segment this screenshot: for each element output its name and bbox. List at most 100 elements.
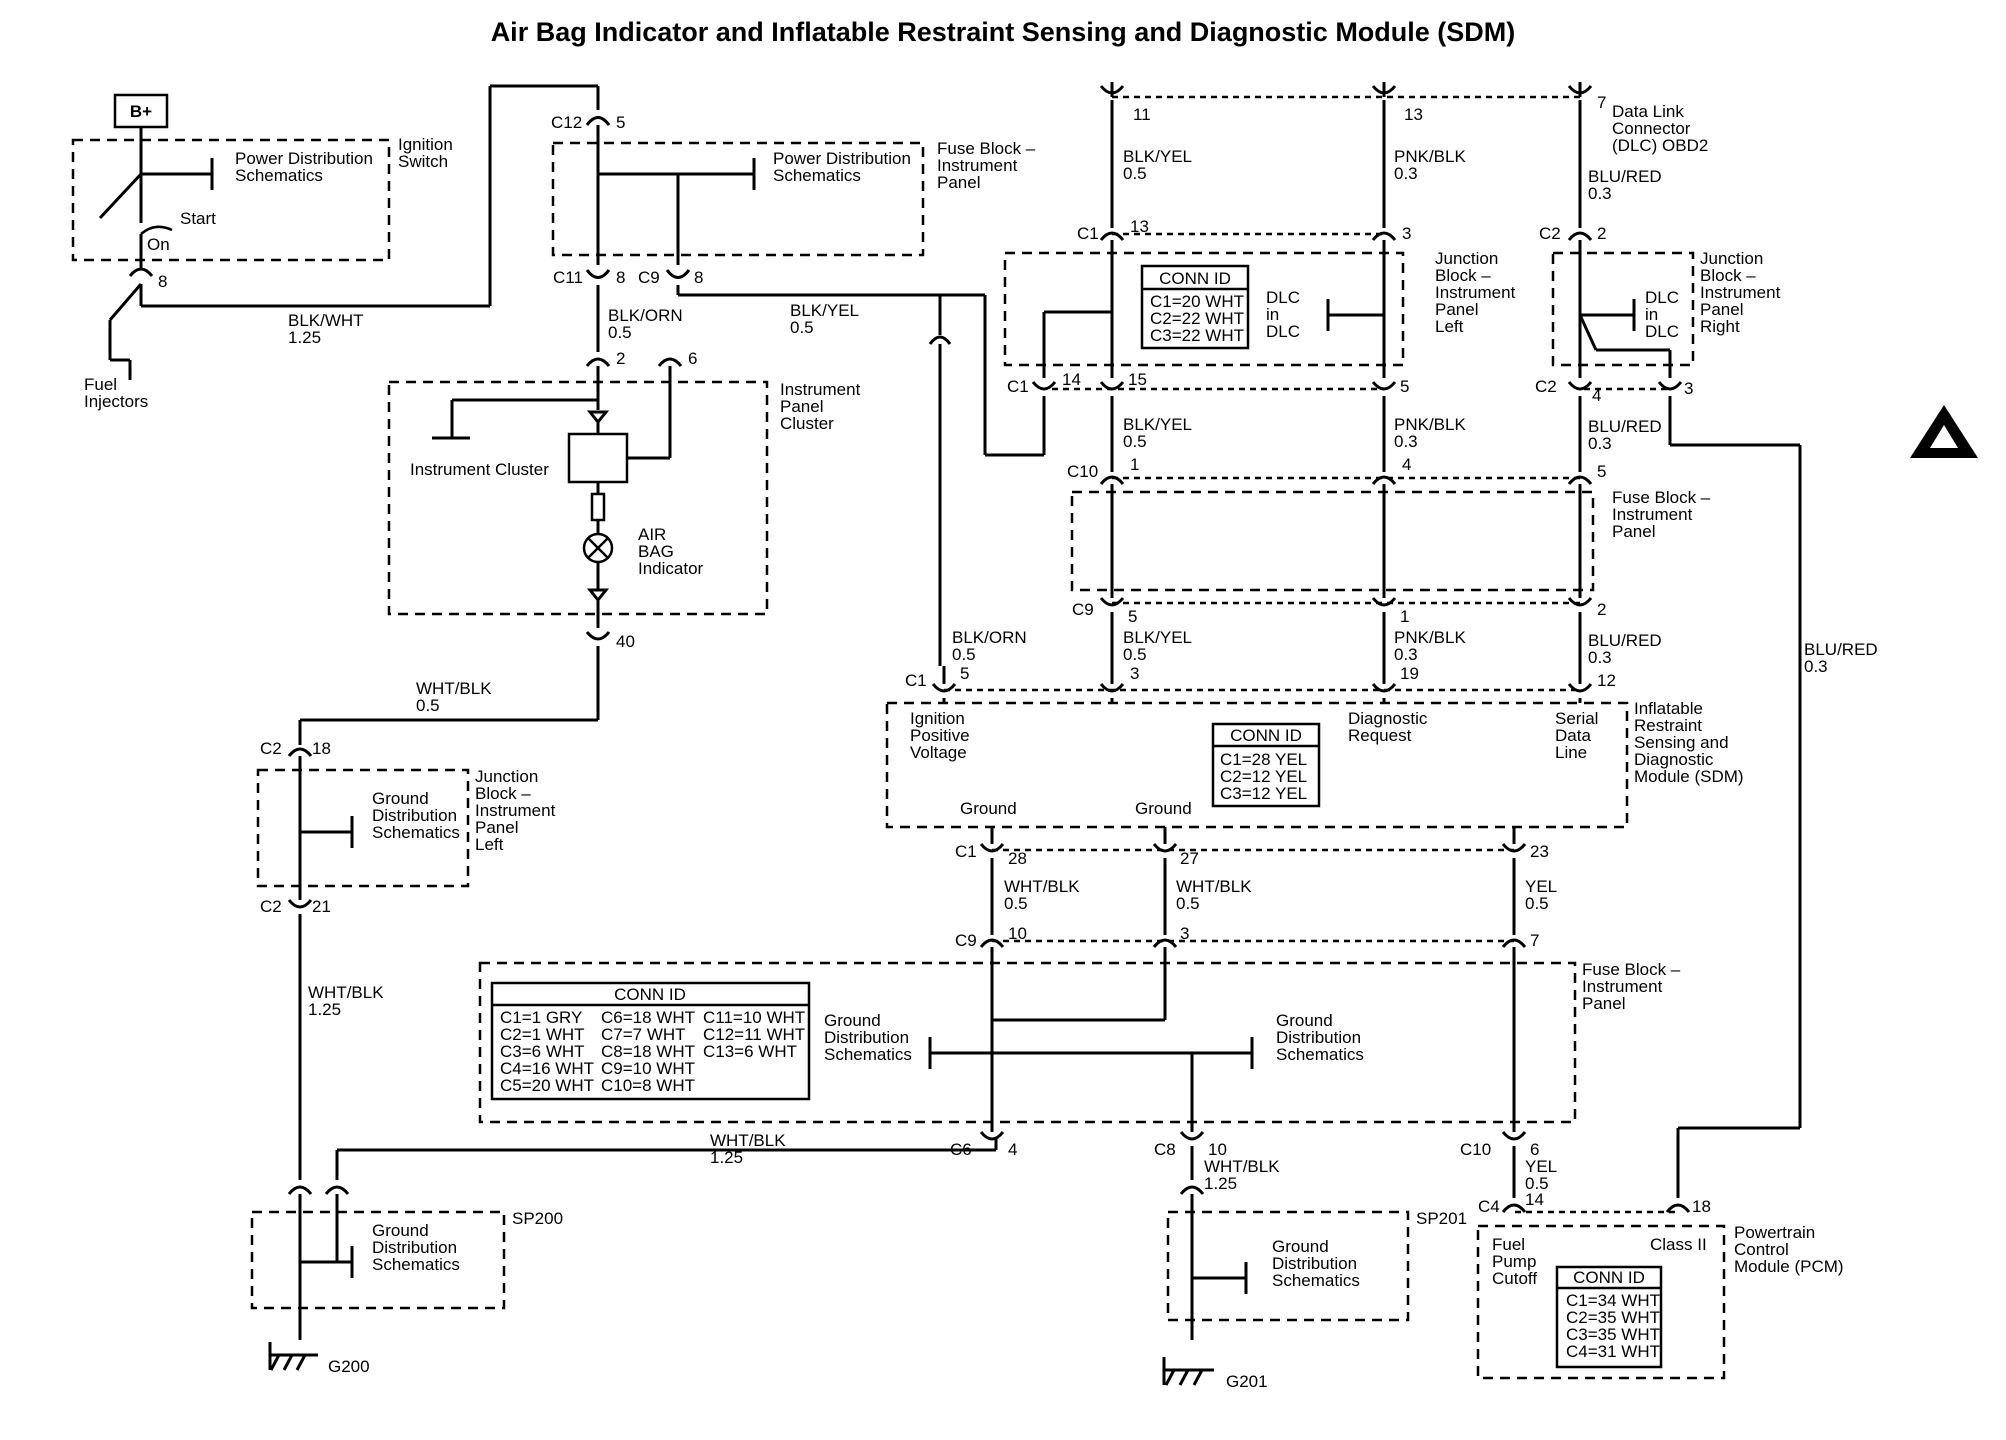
svg-text:Fuel: Fuel bbox=[1492, 1235, 1525, 1254]
svg-text:13: 13 bbox=[1404, 105, 1423, 124]
svg-text:PNK/BLK: PNK/BLK bbox=[1394, 147, 1466, 166]
svg-text:C8: C8 bbox=[1154, 1140, 1176, 1159]
svg-text:C4: C4 bbox=[1478, 1197, 1500, 1216]
svg-text:Indicator: Indicator bbox=[638, 559, 704, 578]
svg-text:19: 19 bbox=[1400, 664, 1419, 683]
svg-text:6: 6 bbox=[1530, 1140, 1539, 1159]
svg-text:18: 18 bbox=[312, 739, 331, 758]
svg-text:C7=7 WHT: C7=7 WHT bbox=[601, 1025, 686, 1044]
svg-text:Instrument: Instrument bbox=[1582, 977, 1663, 996]
svg-text:BLK/WHT: BLK/WHT bbox=[288, 311, 364, 330]
ipc-box bbox=[387, 380, 769, 616]
svg-text:C4=31 WHT: C4=31 WHT bbox=[1566, 1342, 1660, 1361]
svg-text:Distribution: Distribution bbox=[1276, 1028, 1361, 1047]
svg-text:BLK/ORN: BLK/ORN bbox=[952, 628, 1027, 647]
svg-text:CONN ID: CONN ID bbox=[1159, 269, 1231, 288]
jb-right-box bbox=[1551, 251, 1695, 367]
ignition-switch-box bbox=[71, 138, 391, 262]
svg-text:C10=8 WHT: C10=8 WHT bbox=[601, 1076, 695, 1095]
jb-left-labels: C1 13 3 C2 2 Junction Block – Instrument… bbox=[1077, 217, 1606, 345]
fuse-block-mid-labels: Fuse Block – Instrument Panel C9 5 1 2 B… bbox=[952, 488, 1878, 676]
svg-text:WHT/BLK: WHT/BLK bbox=[416, 679, 492, 698]
svg-text:Left: Left bbox=[1435, 317, 1464, 336]
svg-text:Fuse Block –: Fuse Block – bbox=[1612, 488, 1711, 507]
svg-text:10: 10 bbox=[1008, 924, 1027, 943]
svg-text:13: 13 bbox=[1130, 217, 1149, 236]
svg-text:6: 6 bbox=[688, 349, 697, 368]
fuse-block-top-labels: C12 5 Power Distribution Schematics Fuse… bbox=[551, 113, 1036, 342]
svg-text:40: 40 bbox=[616, 632, 635, 651]
svg-text:Power Distribution: Power Distribution bbox=[235, 149, 373, 168]
ipc-labels: 2 6 Instrument Panel Cluster Instrument … bbox=[410, 349, 861, 715]
svg-text:0.5: 0.5 bbox=[1525, 1174, 1549, 1193]
svg-text:Line: Line bbox=[1555, 743, 1587, 762]
svg-text:3: 3 bbox=[1180, 924, 1189, 943]
svg-text:SP200: SP200 bbox=[512, 1209, 563, 1228]
svg-text:G201: G201 bbox=[1226, 1372, 1268, 1391]
svg-text:Schematics: Schematics bbox=[1276, 1045, 1364, 1064]
sp200-box bbox=[250, 1210, 506, 1310]
svg-text:Ground: Ground bbox=[1276, 1011, 1333, 1030]
svg-text:Data Link: Data Link bbox=[1612, 102, 1684, 121]
svg-text:C1=1 GRY: C1=1 GRY bbox=[500, 1008, 582, 1027]
svg-text:Fuse Block –: Fuse Block – bbox=[937, 139, 1036, 158]
svg-text:WHT/BLK: WHT/BLK bbox=[1176, 877, 1252, 896]
svg-text:0.5: 0.5 bbox=[1525, 894, 1549, 913]
svg-text:0.5: 0.5 bbox=[416, 696, 440, 715]
pcm-box bbox=[1476, 1224, 1726, 1380]
fuse-block-bottom-labels: Fuse Block – Instrument Panel CONN ID C1… bbox=[500, 960, 1681, 1193]
battery-label: B+ bbox=[130, 102, 152, 121]
svg-text:4: 4 bbox=[1592, 386, 1601, 405]
svg-text:Schematics: Schematics bbox=[773, 166, 861, 185]
svg-text:Diagnostic: Diagnostic bbox=[1348, 709, 1428, 728]
svg-text:Cutoff: Cutoff bbox=[1492, 1269, 1537, 1288]
svg-text:0.5: 0.5 bbox=[608, 323, 632, 342]
svg-text:Junction: Junction bbox=[475, 767, 538, 786]
svg-text:C4=16 WHT: C4=16 WHT bbox=[500, 1059, 594, 1078]
svg-text:Injectors: Injectors bbox=[84, 392, 148, 411]
svg-text:Powertrain: Powertrain bbox=[1734, 1223, 1815, 1242]
svg-text:Block –: Block – bbox=[1700, 266, 1756, 285]
svg-text:1.25: 1.25 bbox=[288, 328, 321, 347]
svg-text:DLC: DLC bbox=[1266, 322, 1300, 341]
svg-text:12: 12 bbox=[1597, 671, 1616, 690]
svg-text:Junction: Junction bbox=[1435, 249, 1498, 268]
svg-text:1: 1 bbox=[1130, 455, 1139, 474]
svg-text:SP201: SP201 bbox=[1416, 1209, 1467, 1228]
svg-text:Block –: Block – bbox=[1435, 266, 1491, 285]
svg-text:Instrument: Instrument bbox=[1700, 283, 1781, 302]
svg-text:WHT/BLK: WHT/BLK bbox=[1204, 1157, 1280, 1176]
svg-text:Distribution: Distribution bbox=[372, 806, 457, 825]
svg-text:C2: C2 bbox=[260, 739, 282, 758]
svg-text:0.3: 0.3 bbox=[1588, 648, 1612, 667]
svg-text:Panel: Panel bbox=[1435, 300, 1478, 319]
svg-text:8: 8 bbox=[616, 268, 625, 287]
svg-text:C2=12 YEL: C2=12 YEL bbox=[1220, 767, 1307, 786]
svg-text:DLC: DLC bbox=[1645, 288, 1679, 307]
svg-text:Power Distribution: Power Distribution bbox=[773, 149, 911, 168]
svg-text:C2=22 WHT: C2=22 WHT bbox=[1150, 309, 1244, 328]
fuse-block-mid-box bbox=[1070, 490, 1595, 592]
wires bbox=[98, 82, 1802, 1386]
svg-text:0.3: 0.3 bbox=[1588, 184, 1612, 203]
sp201-labels: SP201 Ground Distribution Schematics G20… bbox=[1226, 1209, 1467, 1391]
svg-text:0.3: 0.3 bbox=[1394, 164, 1418, 183]
sp200-labels: SP200 Ground Distribution Schematics G20… bbox=[328, 1209, 563, 1376]
jb-left-conn-box bbox=[1140, 264, 1250, 350]
svg-text:0.3: 0.3 bbox=[1394, 645, 1418, 664]
svg-text:Ground: Ground bbox=[960, 799, 1017, 818]
svg-text:G200: G200 bbox=[328, 1357, 370, 1376]
svg-text:Junction: Junction bbox=[1700, 249, 1763, 268]
svg-text:BLU/RED: BLU/RED bbox=[1588, 631, 1662, 650]
svg-text:18: 18 bbox=[1692, 1197, 1711, 1216]
svg-text:Schematics: Schematics bbox=[824, 1045, 912, 1064]
svg-text:C2: C2 bbox=[1535, 377, 1557, 396]
svg-text:Instrument Cluster: Instrument Cluster bbox=[410, 460, 549, 479]
svg-text:3: 3 bbox=[1402, 224, 1411, 243]
svg-text:C1: C1 bbox=[1007, 377, 1029, 396]
svg-text:1.25: 1.25 bbox=[1204, 1174, 1237, 1193]
svg-text:C2=35 WHT: C2=35 WHT bbox=[1566, 1308, 1660, 1327]
svg-text:C3=6 WHT: C3=6 WHT bbox=[500, 1042, 585, 1061]
fuse-block-bottom-box bbox=[478, 961, 1577, 1124]
sp201-box bbox=[1166, 1210, 1410, 1322]
